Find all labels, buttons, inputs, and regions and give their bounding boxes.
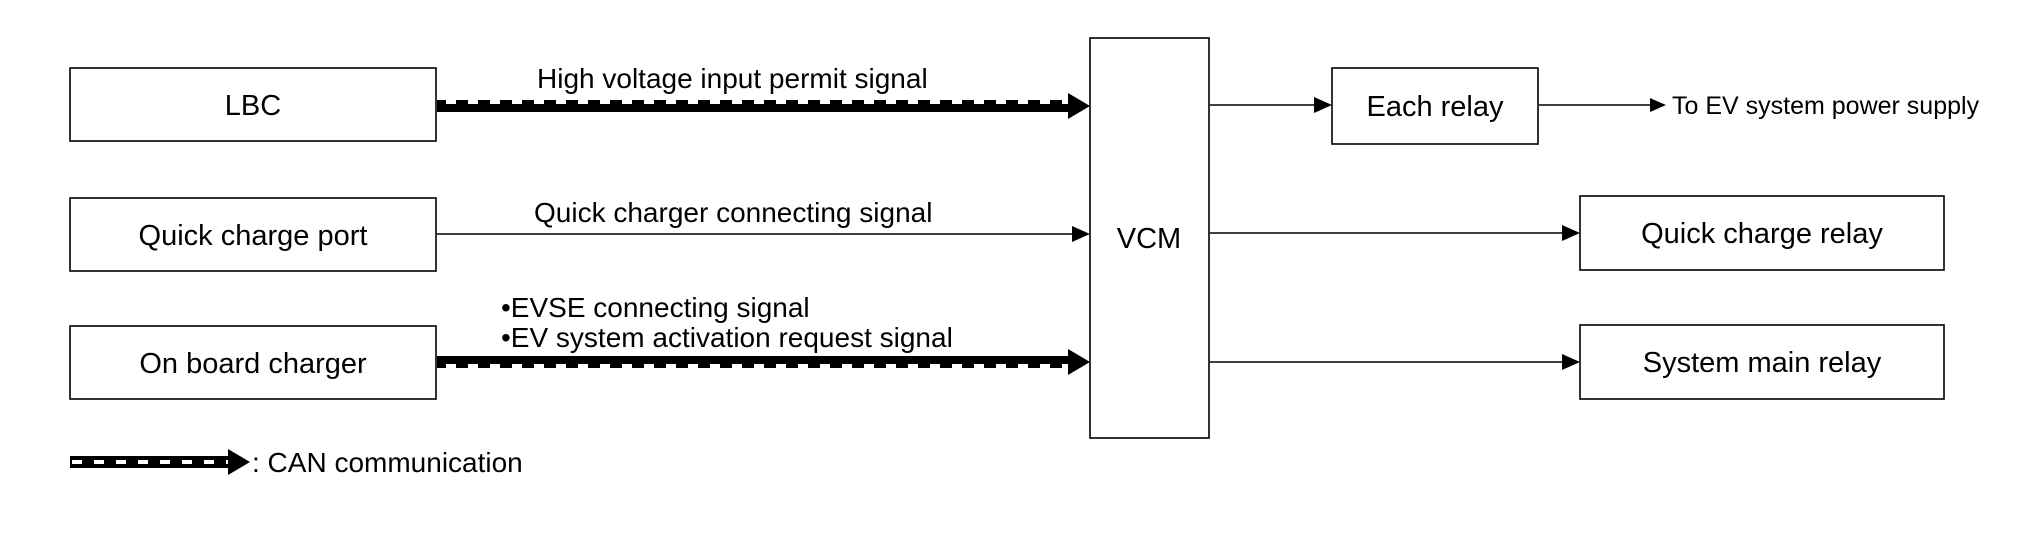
quick-charge-port-label: Quick charge port	[139, 220, 368, 252]
can-arrow-lbc-vcm	[437, 93, 1090, 119]
arrow-vcm-quick-charge-relay	[1210, 225, 1580, 241]
legend: : CAN communication	[70, 447, 523, 478]
arrow-each-relay-power	[1539, 98, 1666, 112]
on-board-charger-block: On board charger	[69, 325, 437, 400]
system-main-relay-label: System main relay	[1643, 347, 1882, 379]
can-legend-symbol	[70, 449, 250, 475]
can-arrow-charger-vcm	[437, 349, 1090, 375]
lbc-label: LBC	[225, 90, 281, 122]
can-legend-label: : CAN communication	[252, 447, 523, 478]
each-relay-block: Each relay	[1331, 67, 1539, 145]
arrow-quick-port-vcm	[437, 226, 1090, 242]
quick-charge-relay-label: Quick charge relay	[1641, 218, 1883, 250]
vcm-label: VCM	[1117, 223, 1181, 255]
high-voltage-signal-label: High voltage input permit signal	[537, 63, 928, 94]
on-board-charger-label: On board charger	[139, 348, 367, 380]
lbc-block: LBC	[69, 67, 437, 142]
ev-activation-signal-label: •EV system activation request signal	[501, 322, 953, 353]
vcm-block: VCM	[1089, 37, 1210, 439]
evse-signal-label: •EVSE connecting signal	[501, 292, 810, 323]
ev-power-supply-label: To EV system power supply	[1672, 92, 1980, 120]
quick-charge-relay-block: Quick charge relay	[1579, 195, 1945, 271]
arrow-vcm-system-main-relay	[1210, 354, 1580, 370]
arrow-vcm-each-relay	[1210, 97, 1332, 113]
quick-charge-port-block: Quick charge port	[69, 197, 437, 272]
system-main-relay-block: System main relay	[1579, 324, 1945, 400]
each-relay-label: Each relay	[1366, 91, 1504, 123]
quick-charger-signal-label: Quick charger connecting signal	[534, 197, 932, 228]
